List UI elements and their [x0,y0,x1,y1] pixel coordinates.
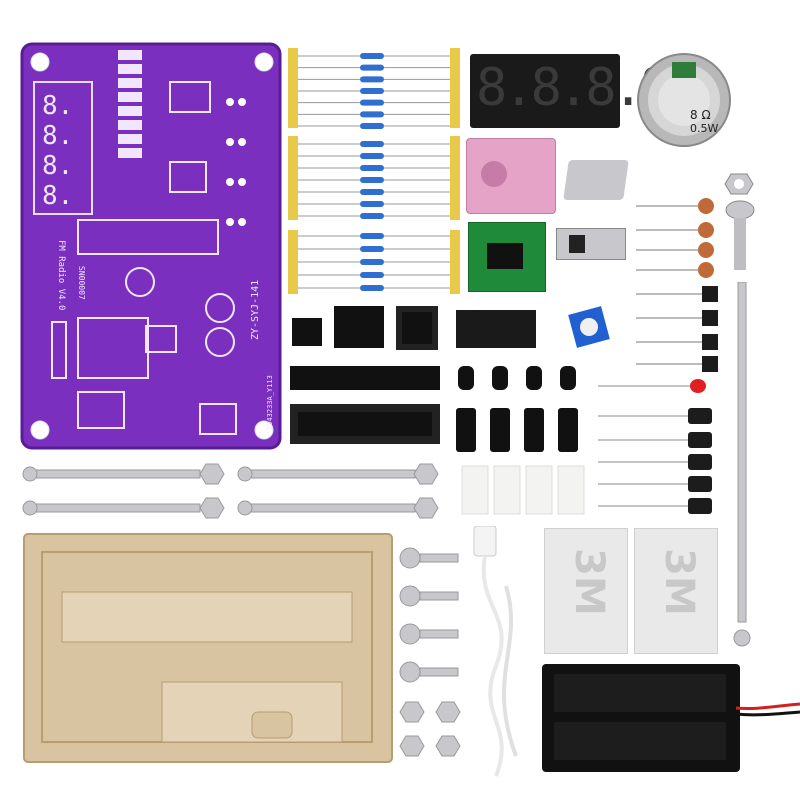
rf-module [468,222,546,292]
long-screws [22,463,439,519]
resistor-body [360,201,384,207]
resistor-body [360,99,384,106]
resistor-body [360,285,384,291]
adhesive-tape-1: 3M [544,528,628,654]
screw [725,200,755,270]
resistor-body [360,76,384,83]
small-nuts [399,701,461,757]
transistors [636,286,718,372]
resistor-body [360,123,384,129]
speaker-ohm: 8 Ω [690,108,711,122]
resistor-body [360,153,384,159]
ceramic-capacitors [636,198,714,278]
speaker-watt: 0.5W [690,122,719,135]
svg-text:8.: 8. [42,91,73,121]
usb-micro-port [563,160,629,200]
slide-switch [556,228,626,260]
usb-cable [473,526,518,777]
audio-jack [466,138,556,214]
resistor-body [360,53,384,59]
svg-text:8.: 8. [42,181,73,211]
seven-segment-display: 8.8.8.8 [470,54,671,128]
resistor-body [360,165,384,171]
resistor-strips [288,48,460,294]
resistor-body [360,233,384,239]
acrylic-case [23,533,393,763]
battery-holder [542,664,740,772]
regulator-ic [292,318,322,346]
svg-text:8.: 8. [42,151,73,181]
resistor-body [360,88,384,94]
ic-socket-8pin [396,306,438,350]
resistor-body [360,189,384,195]
push-buttons [456,366,578,452]
resistor-body [360,111,384,118]
resistor-body [360,64,384,71]
pcb-board: 8. 8. 8. 8. [20,42,282,450]
ic-28pin [290,366,440,390]
pcb-model-text: ZY-SYJ-141 [250,279,261,340]
speaker [637,53,731,147]
pcb-sn-text: SN00007 [77,266,86,300]
hex-nut [724,173,754,195]
ic-socket-28pin [290,404,440,444]
adhesive-tape-2: 3M [634,528,718,654]
pcb-date-text: 2543233A_Y113 [266,375,274,430]
resistor-body [360,213,384,219]
resistor-body [360,246,384,252]
potentiometer [568,306,610,348]
led-and-capacitors [598,379,712,514]
nylon-standoffs [461,465,585,515]
pcb-board-text: FM Radio V4.0 [56,240,66,311]
resistor-body [360,141,384,147]
small-screws [399,547,459,683]
ic-soic [334,306,384,348]
svg-text:8.: 8. [42,121,73,151]
telescopic-antenna [733,282,751,647]
resistor-body [360,259,384,265]
ic-16pin [456,310,536,348]
battery-wires [736,702,800,717]
resistor-body [360,272,384,278]
resistor-body [360,177,384,183]
